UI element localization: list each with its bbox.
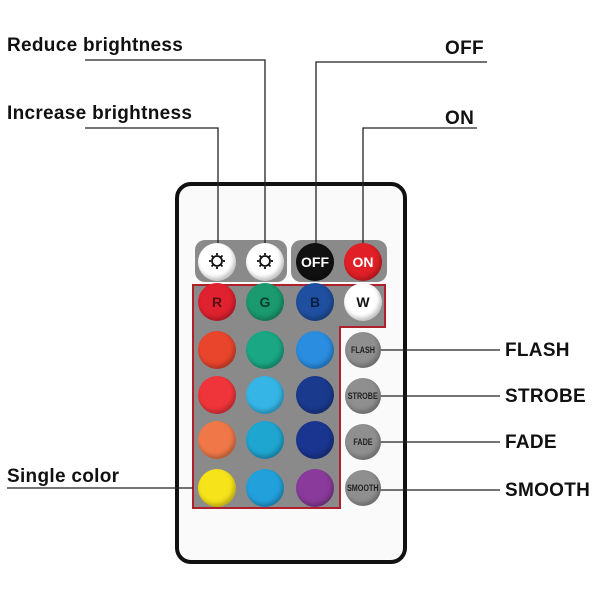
color-button[interactable] (246, 331, 284, 369)
mode-button-smooth[interactable]: SMOOTH (345, 470, 381, 506)
label-strobe: STROBE (505, 386, 586, 407)
button-label: W (356, 294, 370, 310)
label-increase-brightness: Increase brightness (7, 103, 193, 124)
mode-button-fade[interactable]: FADE (345, 424, 381, 460)
button-label: R (211, 294, 223, 310)
color-button[interactable] (246, 469, 284, 507)
button-label: OFF (301, 254, 329, 270)
label-flash: FLASH (505, 340, 570, 361)
color-button[interactable]: B (296, 283, 334, 321)
color-button[interactable] (296, 331, 334, 369)
color-button[interactable]: R (198, 283, 236, 321)
color-button[interactable] (198, 331, 236, 369)
color-button[interactable] (246, 421, 284, 459)
button-label: SMOOTH (347, 483, 379, 493)
mode-button-strobe[interactable]: STROBE (345, 378, 381, 414)
mode-button-flash[interactable]: FLASH (345, 332, 381, 368)
button-label: FLASH (351, 345, 375, 355)
increase-brightness-button[interactable] (198, 243, 236, 281)
sun-up-icon (205, 248, 229, 277)
color-button[interactable] (296, 469, 334, 507)
button-label: ON (352, 254, 374, 270)
on-button[interactable]: ON (344, 243, 382, 281)
label-off: OFF (445, 38, 484, 59)
color-button[interactable]: G (246, 283, 284, 321)
label-smooth: SMOOTH (505, 480, 591, 501)
button-label: FADE (353, 437, 373, 447)
color-button[interactable] (198, 376, 236, 414)
color-button[interactable]: W (344, 283, 382, 321)
button-label: STROBE (348, 391, 379, 401)
color-button[interactable] (246, 376, 284, 414)
color-button[interactable] (198, 469, 236, 507)
off-button[interactable]: OFF (296, 243, 334, 281)
color-button[interactable] (198, 421, 236, 459)
label-fade: FADE (505, 432, 557, 453)
color-button[interactable] (296, 376, 334, 414)
reduce-brightness-button[interactable] (246, 243, 284, 281)
label-on: ON (445, 108, 475, 129)
button-label: G (259, 294, 271, 310)
label-reduce-brightness: Reduce brightness (7, 35, 184, 56)
label-single-color: Single color (7, 466, 120, 487)
single-color-panel (192, 284, 386, 509)
sun-down-icon (253, 248, 277, 277)
color-button[interactable] (296, 421, 334, 459)
button-label: B (309, 294, 321, 310)
callout-lines (7, 59, 500, 491)
